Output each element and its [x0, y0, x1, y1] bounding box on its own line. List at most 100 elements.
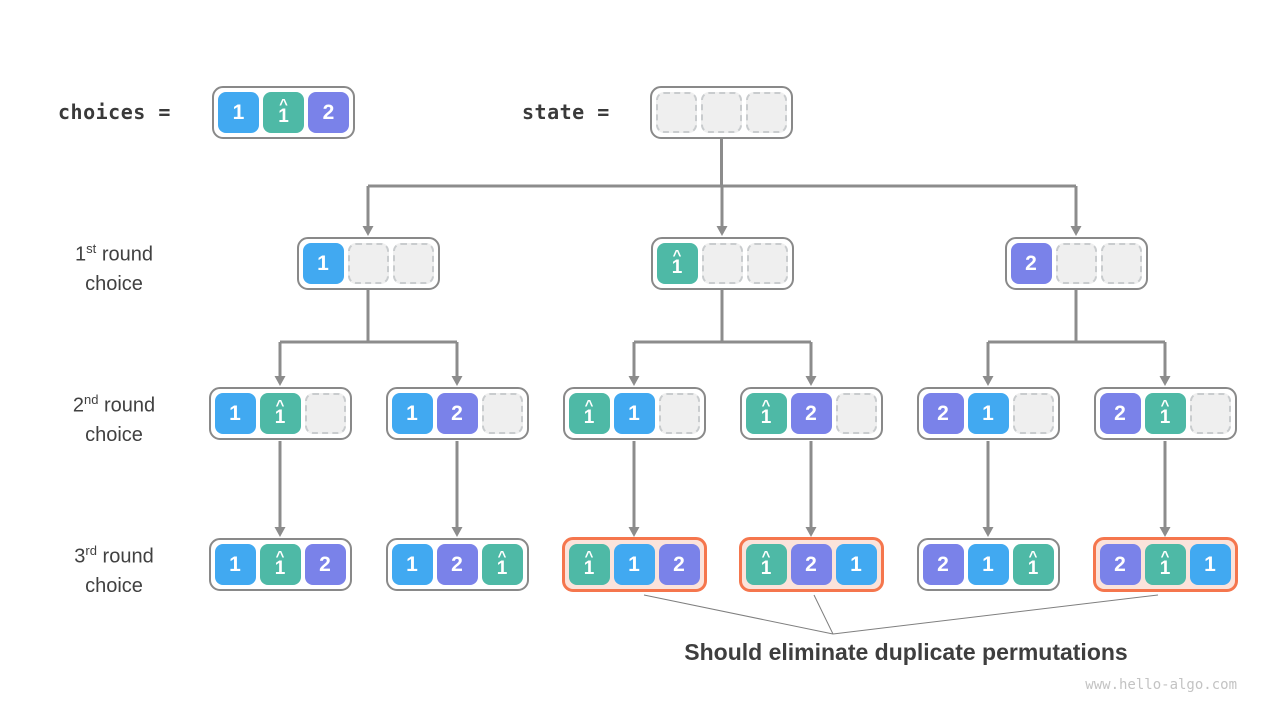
- element-cell: 1: [214, 544, 256, 585]
- round1-node: ^1: [650, 237, 794, 290]
- cell-value: 1: [1159, 407, 1171, 428]
- empty-slot: [746, 243, 788, 284]
- empty-slot: [1012, 393, 1054, 434]
- element-cell: 2: [308, 92, 349, 133]
- cell-value: 1: [850, 553, 862, 576]
- empty-slot: [658, 393, 700, 434]
- element-cell: 2: [790, 544, 832, 585]
- cell-value: 1: [982, 553, 994, 576]
- state-label: state =: [522, 100, 610, 124]
- cell-value: 1: [628, 553, 640, 576]
- element-cell: 2: [922, 544, 964, 585]
- arrowheads: [274, 226, 1171, 537]
- element-cell: ^1: [1012, 544, 1054, 585]
- cell-value: 1: [406, 402, 418, 425]
- element-cell: 2: [304, 544, 346, 585]
- element-cell: 1: [214, 393, 256, 434]
- empty-slot: [701, 92, 742, 133]
- cell-value: 1: [278, 106, 289, 127]
- cell-value: 1: [232, 101, 245, 124]
- round1-node: 2: [1004, 237, 1148, 290]
- cell-value: 1: [1204, 553, 1216, 576]
- round3-node: 2 1 ^1: [916, 538, 1060, 591]
- hat-mark: ^: [761, 548, 771, 565]
- empty-slot: [656, 92, 697, 133]
- hat-mark: ^: [1160, 397, 1170, 414]
- element-cell: 2: [436, 544, 478, 585]
- empty-slot: [481, 393, 523, 434]
- element-cell: 1: [391, 393, 433, 434]
- element-cell: 1: [613, 544, 655, 585]
- element-cell: ^1: [481, 544, 523, 585]
- element-cell: 2: [922, 393, 964, 434]
- cell-value: 2: [937, 553, 949, 576]
- cell-value: 1: [229, 402, 241, 425]
- cell-value: 2: [1025, 252, 1037, 275]
- duplicate-annotation: Should eliminate duplicate permutations: [684, 639, 1128, 665]
- round-3-label: 3rd round choice: [74, 543, 154, 597]
- hat-mark: ^: [279, 96, 288, 113]
- element-cell: 1: [302, 243, 344, 284]
- cell-value: 2: [673, 553, 685, 576]
- empty-slot: [392, 243, 434, 284]
- cell-value: 2: [1114, 553, 1126, 576]
- element-cell: ^1: [1144, 544, 1186, 585]
- element-cell: 1: [218, 92, 259, 133]
- empty-slot: [304, 393, 346, 434]
- empty-slot: [347, 243, 389, 284]
- element-cell: ^1: [745, 393, 787, 434]
- element-cell: 1: [391, 544, 433, 585]
- duplicate-callout-lines: [643, 594, 1159, 635]
- element-cell: ^1: [263, 92, 304, 133]
- hat-mark: ^: [497, 548, 507, 565]
- element-cell: 1: [967, 393, 1009, 434]
- round3-node-duplicate: 2 ^1 1: [1092, 537, 1238, 592]
- empty-slot: [701, 243, 743, 284]
- cell-value: 1: [274, 558, 286, 579]
- round-1-label: 1st round choice: [75, 241, 153, 295]
- empty-slot: [746, 92, 787, 133]
- element-cell: 2: [1010, 243, 1052, 284]
- cell-value: 2: [451, 553, 463, 576]
- hat-mark: ^: [275, 397, 285, 414]
- cell-value: 2: [937, 402, 949, 425]
- cell-value: 1: [628, 402, 640, 425]
- element-cell: 1: [967, 544, 1009, 585]
- element-cell: 2: [436, 393, 478, 434]
- element-cell: ^1: [656, 243, 698, 284]
- cell-value: 1: [982, 402, 994, 425]
- element-cell: 2: [658, 544, 700, 585]
- hat-mark: ^: [672, 247, 682, 264]
- element-cell: ^1: [568, 393, 610, 434]
- element-cell: 1: [1189, 544, 1231, 585]
- cell-value: 2: [322, 101, 335, 124]
- cell-value: 2: [319, 553, 331, 576]
- cell-value: 1: [274, 407, 286, 428]
- empty-slot: [1100, 243, 1142, 284]
- cell-value: 1: [583, 407, 595, 428]
- round2-node: 1^1: [208, 387, 352, 440]
- round2-node: 2^1: [1093, 387, 1237, 440]
- cell-value: 1: [317, 252, 329, 275]
- round1-node: 1: [296, 237, 440, 290]
- cell-value: 1: [671, 257, 683, 278]
- element-cell: ^1: [568, 544, 610, 585]
- element-cell: 2: [790, 393, 832, 434]
- cell-value: 2: [451, 402, 463, 425]
- element-cell: ^1: [259, 544, 301, 585]
- cell-value: 1: [583, 558, 595, 579]
- hat-mark: ^: [1028, 548, 1038, 565]
- cell-value: 2: [805, 553, 817, 576]
- cell-value: 1: [496, 558, 508, 579]
- empty-slot: [1055, 243, 1097, 284]
- watermark: www.hello-algo.com: [1085, 677, 1237, 693]
